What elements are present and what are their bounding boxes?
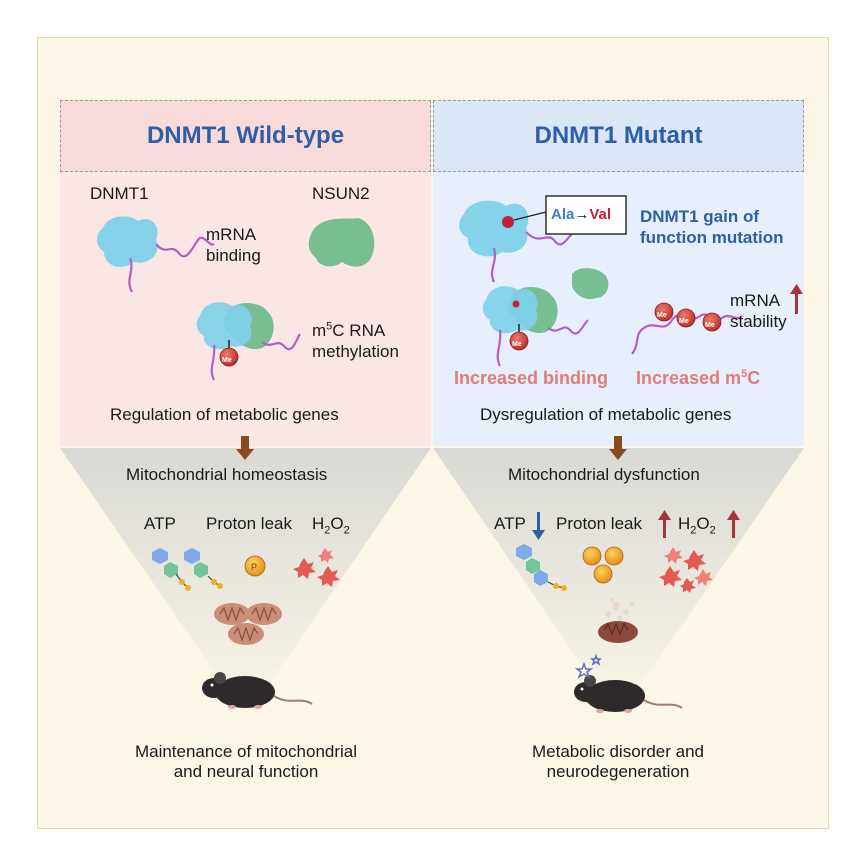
- wildtype-mito-label: Mitochondrial homeostasis: [126, 465, 328, 484]
- dysregulation-label: Dysregulation of metabolic genes: [480, 405, 732, 424]
- mutant-header: DNMT1 Mutant: [433, 100, 804, 172]
- methyl-label: Me: [222, 357, 232, 364]
- dnmt1-label: DNMT1: [90, 184, 149, 203]
- mrna-binding-label: mRNA binding: [206, 225, 261, 265]
- mitochondria-icon: [214, 603, 282, 645]
- nsun2-protein-icon: [308, 218, 375, 267]
- mutation-box-label: Ala→Val: [551, 206, 612, 223]
- mutant-proton-icon: [582, 546, 624, 584]
- wildtype-atp-icon: [152, 548, 223, 591]
- wildtype-funnel: [60, 448, 431, 718]
- mutant-mouse-icon: [574, 675, 683, 713]
- sparkle-icon: [574, 653, 602, 679]
- wildtype-proton-label: Proton leak: [206, 514, 292, 533]
- methyl-icon: [219, 347, 239, 367]
- mutant-atp-icon: [516, 544, 567, 591]
- dnmt1-complex-icon: [196, 302, 252, 350]
- stability-up-arrow: [790, 284, 803, 314]
- proton-up-arrow: [658, 510, 671, 538]
- mutant-proton-label: Proton leak: [556, 514, 642, 533]
- regulation-label: Regulation of metabolic genes: [110, 405, 339, 424]
- increased-binding-label: Increased binding: [454, 368, 609, 388]
- mutant-outcome: Metabolic disorder and neurodegeneration: [532, 742, 704, 781]
- dnmt1-protein-icon: [97, 216, 158, 267]
- nsun2-label: NSUN2: [312, 184, 370, 203]
- wildtype-proton-icon: [244, 555, 266, 577]
- wildtype-mouse-icon: [202, 672, 313, 709]
- complex-rna-strand-icon: [210, 333, 301, 381]
- m5c-methylation-label: m5C RNA methylation: [312, 320, 399, 361]
- wildtype-down-arrow: [236, 436, 254, 460]
- dnmt1-rna-strand-icon: [128, 236, 215, 293]
- wildtype-h2o2-label: H2O2: [312, 514, 350, 537]
- wildtype-ros-icon: [293, 548, 340, 587]
- mutant-mito-label: Mitochondrial dysfunction: [508, 465, 700, 484]
- mutant-methyl-label: Me: [512, 341, 522, 348]
- damaged-mitochondria-icon: [598, 598, 638, 643]
- mutant-funnel: [433, 448, 804, 718]
- increased-m5c-label: Increased m5C: [636, 368, 761, 388]
- svg-text:P: P: [251, 562, 257, 572]
- wildtype-atp-label: ATP: [144, 514, 176, 533]
- h2o2-up-arrow: [727, 510, 740, 538]
- methyl-label-3: Me: [705, 322, 715, 329]
- mutant-dnmt1-protein-icon: [459, 200, 529, 257]
- mutant-h2o2-label: H2O2: [678, 514, 716, 537]
- methyl-label-2: Me: [679, 318, 689, 325]
- mutant-ros-icon: [659, 547, 713, 593]
- wildtype-title: DNMT1 Wild-type: [146, 122, 345, 149]
- mutation-box: [545, 195, 627, 235]
- wildtype-header: DNMT1 Wild-type: [60, 100, 431, 172]
- atp-down-arrow: [532, 512, 545, 540]
- mrna-stability-label: mRNA stability: [730, 291, 787, 331]
- wildtype-outcome: Maintenance of mitochondrial and neural …: [134, 742, 358, 781]
- mutant-atp-label: ATP: [494, 514, 526, 533]
- mutant-down-arrow: [609, 436, 627, 460]
- methyl-label-1: Me: [657, 312, 667, 319]
- mutant-title: DNMT1 Mutant: [534, 122, 703, 149]
- gain-of-function-label: DNMT1 gain of function mutation: [640, 207, 784, 247]
- mutation-site-icon: [502, 216, 514, 228]
